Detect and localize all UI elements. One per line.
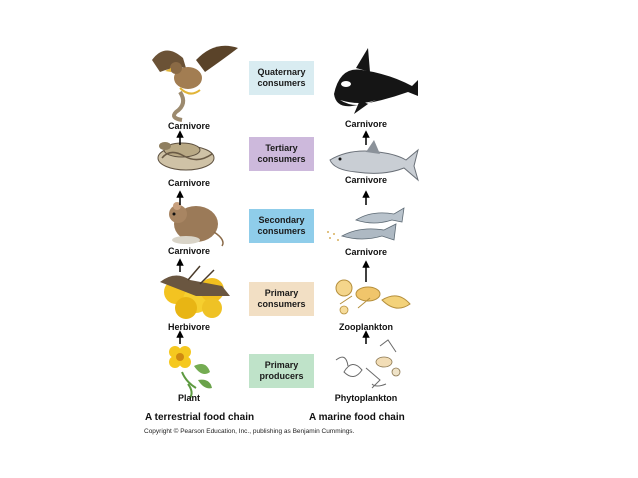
terrestrial-label-primary-consumer: Herbivore [167, 322, 211, 332]
copyright-notice: Copyright © Pearson Education, Inc., pub… [144, 428, 355, 435]
phytoplankton-icon [335, 339, 401, 389]
terrestrial-label-quaternary: Carnivore [167, 121, 211, 131]
marine-label-secondary: Carnivore [344, 247, 388, 257]
zooplankton-icon [335, 279, 411, 315]
level-secondary-consumers: Secondary consumers [249, 209, 314, 243]
terrestrial-label-secondary: Carnivore [167, 246, 211, 256]
marine-label-tertiary: Carnivore [344, 175, 388, 185]
level-primary-consumers: Primary consumers [249, 282, 314, 316]
level-primary-producers: Primary producers [249, 354, 314, 388]
terrestrial-label-tertiary: Carnivore [167, 178, 211, 188]
orca-icon [334, 48, 418, 114]
flower-icon [169, 346, 212, 399]
mouse-icon [169, 202, 224, 247]
level-tertiary-consumers: Tertiary consumers [249, 137, 314, 171]
marine-label-primary-consumer: Zooplankton [339, 322, 393, 332]
marine-label-quaternary: Carnivore [344, 119, 388, 129]
marine-label-producer: Phytoplankton [334, 393, 398, 403]
fish-icon [327, 207, 405, 241]
terrestrial-label-producer: Plant [177, 393, 200, 403]
hawk-icon [152, 45, 238, 122]
snake-icon [157, 142, 215, 171]
terrestrial-chain-caption: A terrestrial food chain [145, 412, 255, 423]
level-quaternary-consumers: Quaternary consumers [249, 61, 314, 95]
marine-chain-caption: A marine food chain [309, 412, 405, 423]
shark-icon [329, 140, 419, 182]
grasshopper-icon [160, 265, 230, 319]
